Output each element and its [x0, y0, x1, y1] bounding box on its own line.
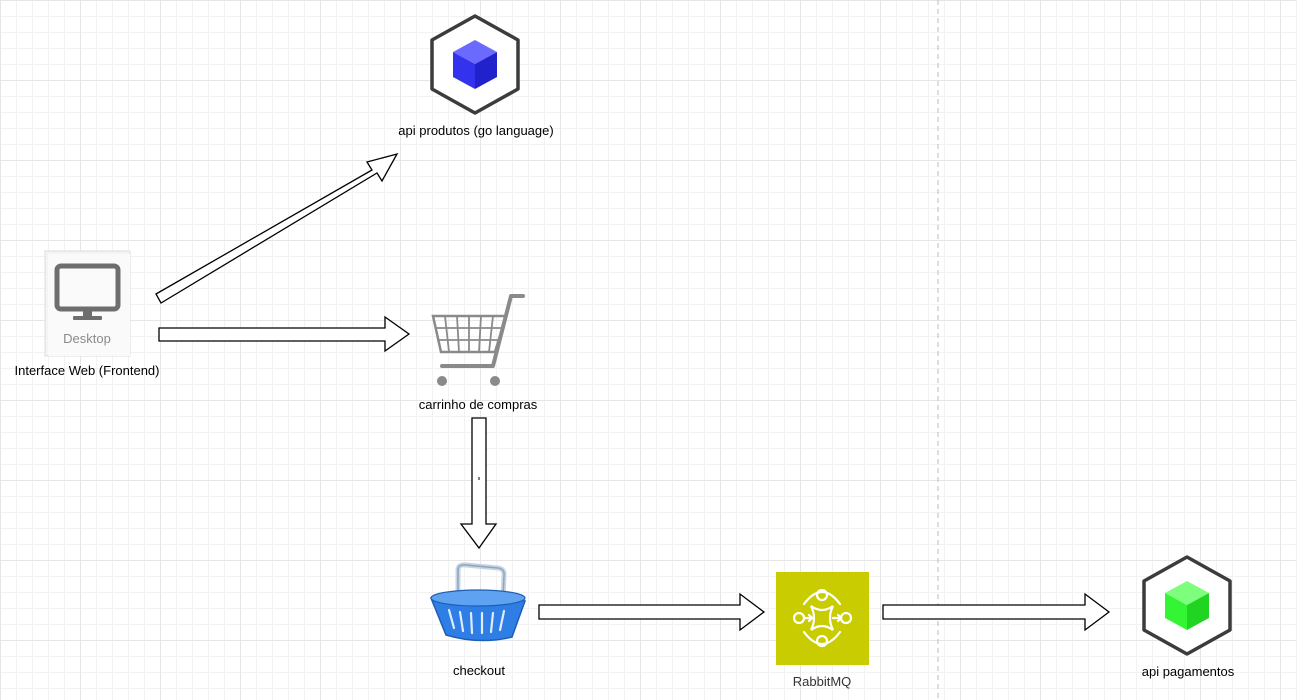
- cube-icon: [1142, 555, 1232, 656]
- shopping-cart-icon: [431, 294, 525, 386]
- node-label: api pagamentos: [1142, 664, 1235, 679]
- edge-rabbitmq-to-api-pagamentos[interactable]: [882, 592, 1111, 632]
- node-label: Interface Web (Frontend): [15, 363, 160, 378]
- node-desktop[interactable]: Desktop Interface Web (Frontend): [15, 250, 160, 378]
- node-rabbitmq[interactable]: RabbitMQ: [776, 572, 869, 689]
- desktop-inner-label: Desktop: [63, 331, 111, 346]
- edge-carrinho-to-checkout[interactable]: [459, 417, 498, 550]
- node-label: RabbitMQ: [793, 674, 852, 689]
- rabbitmq-icon: [776, 572, 869, 665]
- cube-icon: [430, 14, 520, 115]
- node-label: checkout: [453, 663, 505, 678]
- node-carrinho[interactable]: carrinho de compras: [419, 294, 538, 412]
- node-label: carrinho de compras: [419, 397, 538, 412]
- edge-desktop-to-api-produtos[interactable]: [155, 152, 399, 304]
- node-api-produtos[interactable]: api produtos (go language): [398, 14, 554, 138]
- rabbitmq-glyph: [792, 588, 853, 648]
- edge-desktop-to-carrinho[interactable]: [158, 315, 411, 353]
- node-label: api produtos (go language): [398, 123, 553, 138]
- edge-checkout-to-rabbitmq[interactable]: [538, 592, 766, 632]
- shopping-basket-icon: [429, 562, 526, 642]
- node-api-pagamentos[interactable]: api pagamentos: [1142, 555, 1235, 679]
- monitor-icon: [54, 263, 121, 320]
- node-checkout[interactable]: checkout: [429, 562, 526, 678]
